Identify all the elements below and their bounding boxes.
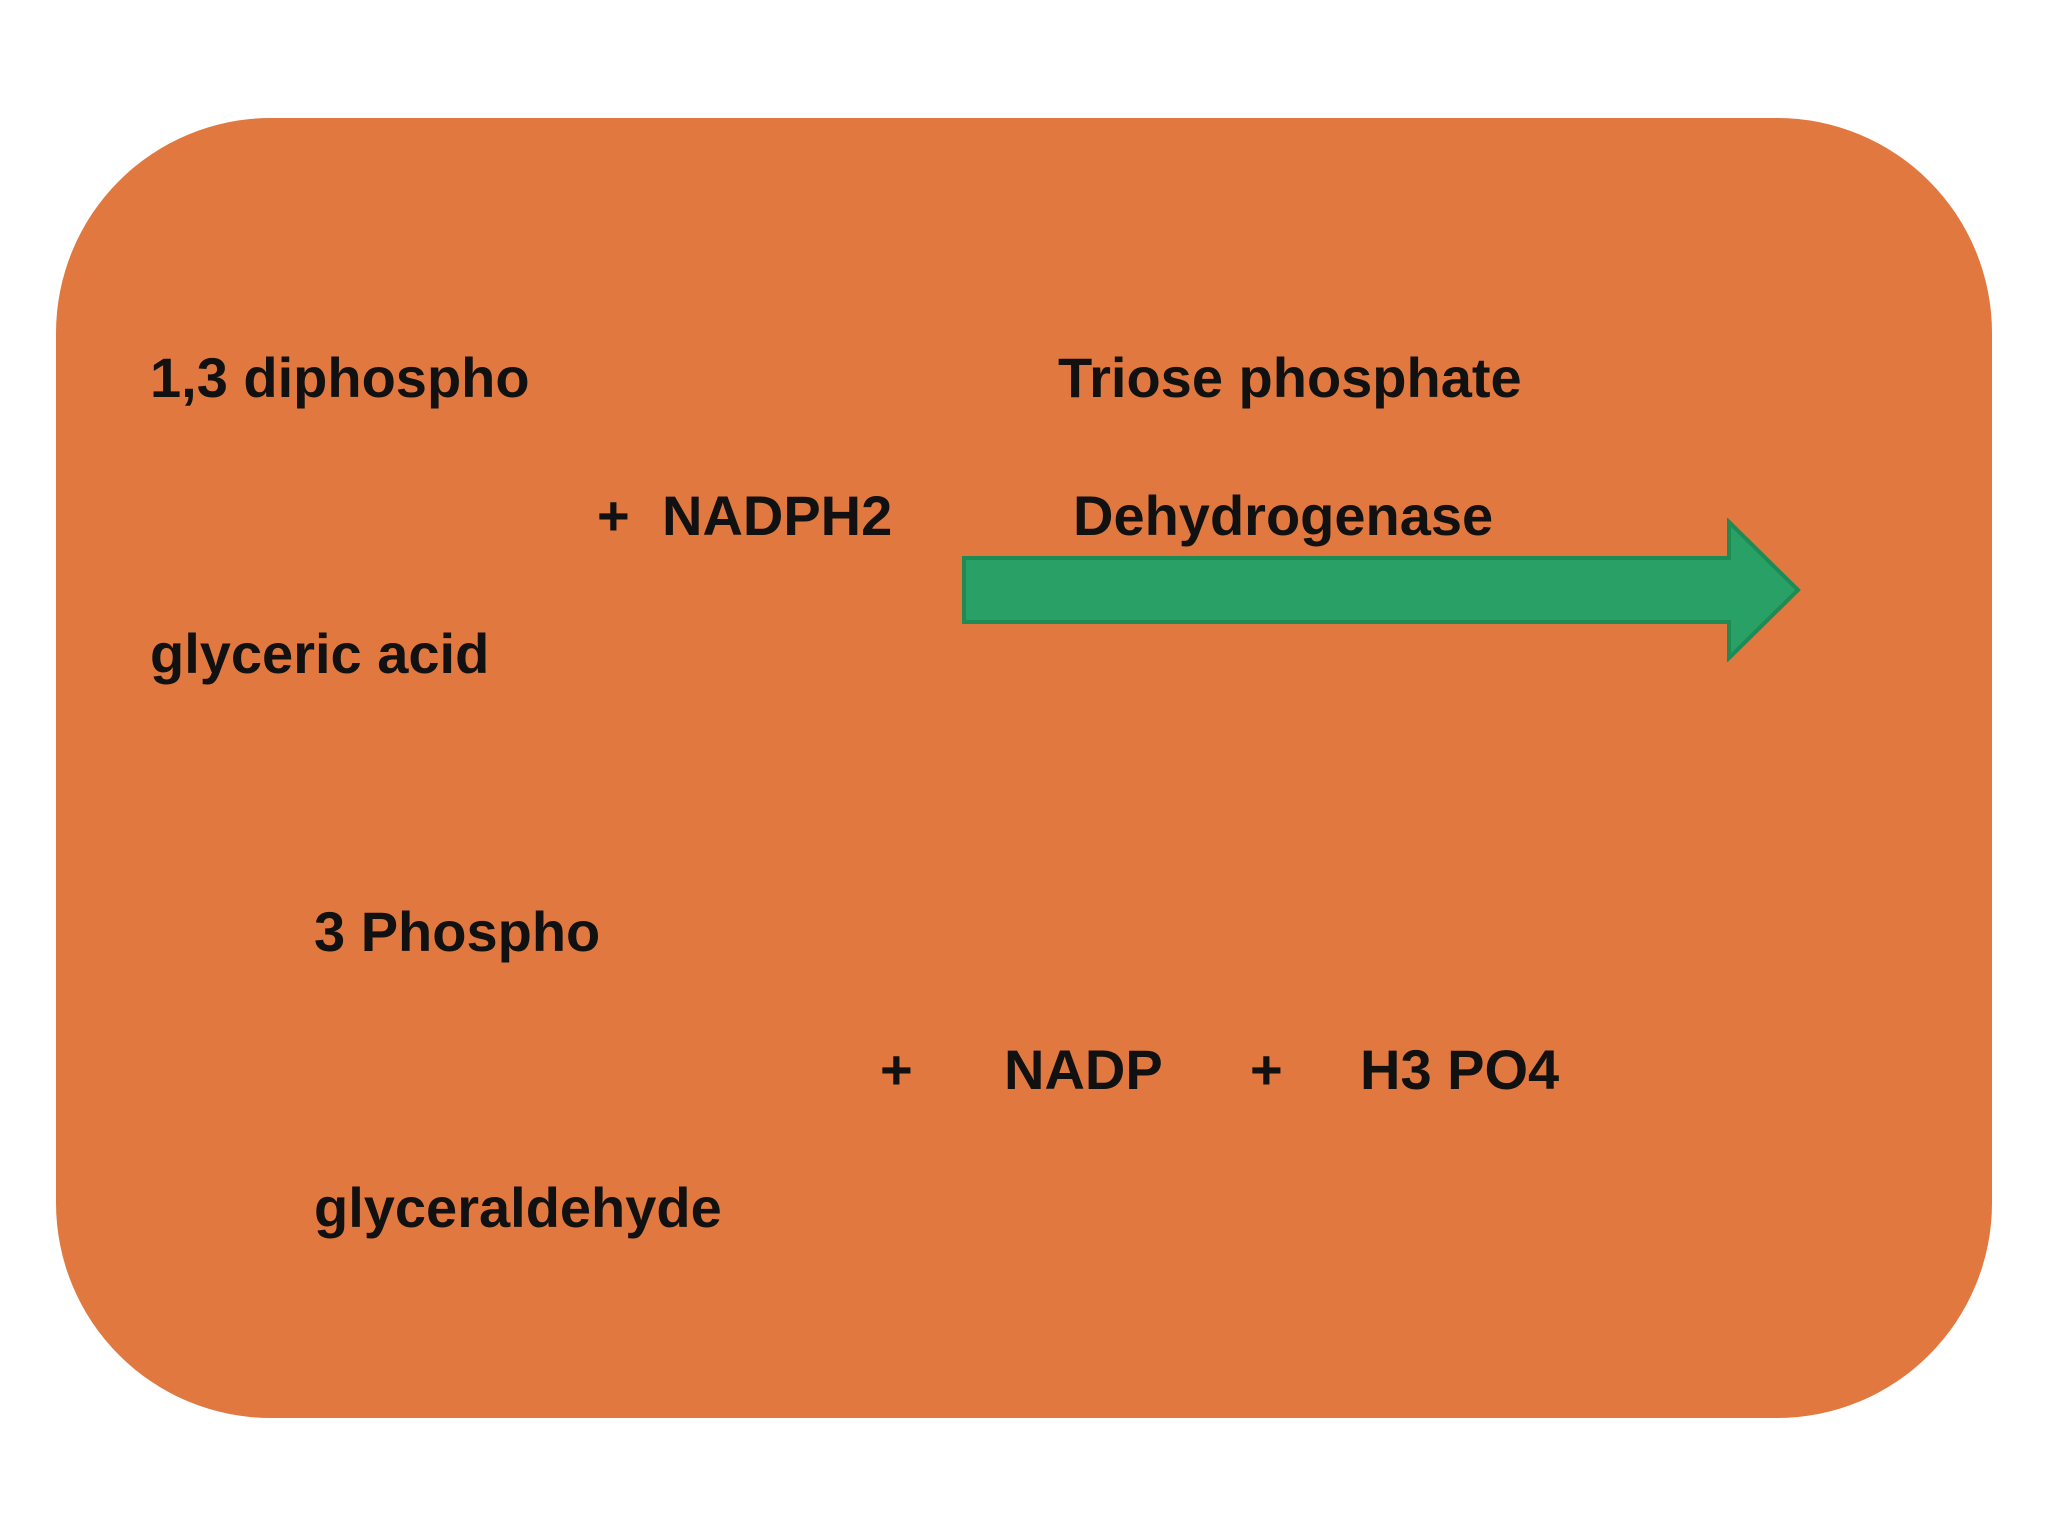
reaction-arrow-shape — [962, 518, 1801, 662]
right-arrow-icon — [962, 518, 1801, 662]
product-cofactor-label: NADP — [1004, 1038, 1163, 1101]
substrate-label-line2: glyceric acid — [150, 622, 490, 685]
product-plus-sign-1: + — [880, 1038, 913, 1101]
substrate-label-line1: 1,3 diphospho — [150, 346, 530, 409]
reactant-plus-sign: + — [597, 484, 630, 547]
byproduct-label: H3 PO4 — [1360, 1038, 1560, 1101]
product-label-line1: 3 Phospho — [314, 900, 601, 963]
product-label-line2: glyceraldehyde — [314, 1176, 722, 1239]
product-plus-sign-2: + — [1250, 1038, 1283, 1101]
reaction-panel — [56, 118, 1992, 1418]
enzyme-label-line2: Dehydrogenase — [1073, 484, 1494, 547]
reactant-cofactor-label: NADPH2 — [662, 484, 893, 547]
enzyme-label-line1: Triose phosphate — [1058, 346, 1522, 409]
